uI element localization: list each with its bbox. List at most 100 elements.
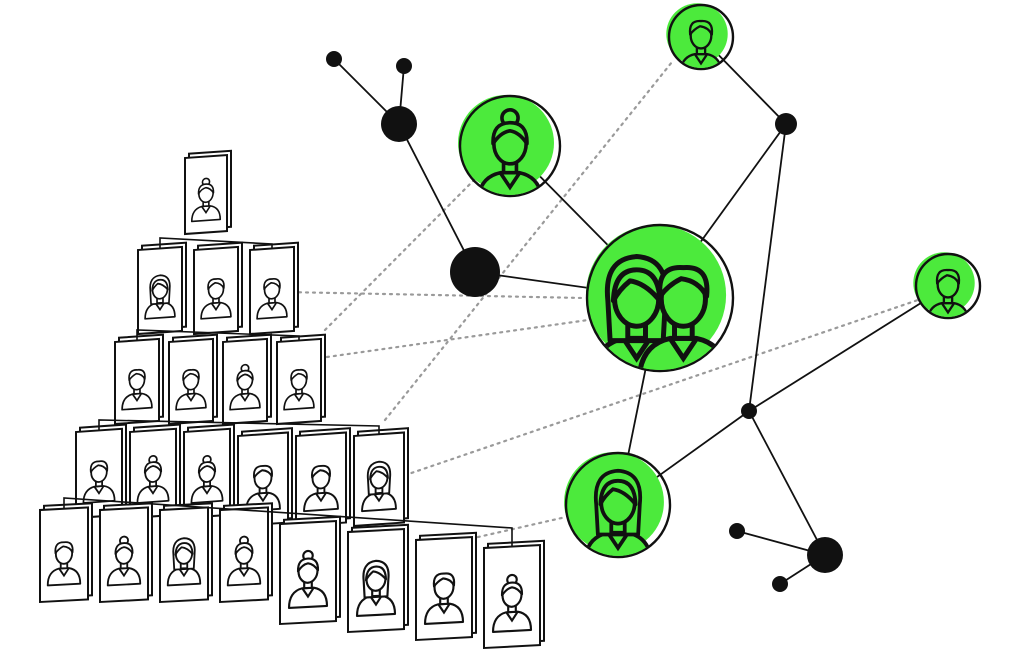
network-person-node-center: [585, 223, 735, 373]
node-ring: [564, 451, 672, 559]
person-figure: [121, 368, 153, 411]
person-portrait-icon: [355, 559, 397, 618]
network-edge: [748, 123, 787, 412]
person-figure: [287, 549, 329, 610]
person-portrait-icon: [200, 278, 232, 320]
portrait-card: [137, 241, 187, 336]
person-figure: [355, 559, 397, 618]
dotted-link: [383, 60, 674, 422]
person-figure: [475, 108, 545, 195]
person-figure: [303, 464, 339, 513]
person-figure: [423, 572, 465, 626]
person-portrait-icon: [106, 535, 142, 587]
portrait-card: [39, 502, 93, 604]
person-portrait-icon: [256, 278, 288, 320]
network-person-node-lower: [564, 451, 672, 559]
network-nodes: [326, 3, 982, 592]
person-figure: [229, 363, 261, 411]
person-portrait-icon: [82, 460, 116, 504]
hierarchy-connector: [136, 329, 300, 340]
person-figure: [361, 460, 397, 513]
dotted-link: [318, 318, 590, 360]
person-portrait-icon: [166, 537, 202, 587]
network-node-icon: [729, 523, 745, 539]
dotted-link: [323, 178, 476, 332]
person-portrait-icon: [190, 177, 222, 223]
network-edge: [398, 123, 476, 273]
network-node-icon: [381, 106, 417, 142]
node-ring: [914, 252, 982, 320]
network-node-icon: [741, 403, 757, 419]
person-figure: [283, 368, 315, 411]
hierarchy-connector: [159, 237, 273, 248]
hierarchy-tier-3: [114, 333, 326, 426]
person-figure: [82, 460, 116, 504]
portrait-card: [183, 423, 235, 520]
network-node-icon: [326, 51, 342, 67]
network-edge: [748, 410, 826, 556]
portrait-card: [279, 515, 341, 626]
person-figure: [46, 541, 82, 587]
person-icon: [926, 268, 970, 317]
person-portrait-icon: [121, 368, 153, 411]
hierarchy-tier-2: [137, 241, 299, 336]
dotted-link: [383, 298, 920, 484]
portrait-card: [114, 333, 164, 426]
network-person-node-upper-left: [458, 94, 562, 198]
portrait-card: [193, 241, 243, 336]
person-figure: [166, 537, 202, 587]
portrait-card: [237, 427, 293, 528]
person-figure: [636, 265, 731, 370]
person-portrait-icon: [361, 460, 397, 513]
person-figure: [256, 278, 288, 320]
network-node-icon: [450, 247, 500, 297]
person-portrait-icon: [423, 572, 465, 626]
portrait-card: [159, 502, 213, 604]
person-figure: [491, 573, 533, 634]
network-node-icon: [396, 58, 412, 74]
portrait-card: [353, 427, 409, 528]
portrait-card: [415, 531, 477, 642]
dotted-link: [283, 290, 585, 300]
person-portrait-icon: [283, 368, 315, 411]
portrait-card: [129, 423, 181, 520]
person-figure: [190, 454, 224, 504]
person-figure: [200, 278, 232, 320]
hierarchy-tier-5: [39, 502, 545, 650]
network-edge: [748, 285, 949, 412]
person-portrait-icon: [144, 274, 176, 320]
network-node-icon: [775, 113, 797, 135]
portrait-card: [168, 333, 218, 426]
network-person-node-right: [913, 252, 982, 320]
hierarchy-tier-4: [75, 423, 409, 528]
node-ring: [667, 3, 735, 71]
person-icon: [582, 468, 654, 556]
person-portrait-icon: [226, 535, 262, 587]
portrait-card: [99, 502, 153, 604]
person-portrait-icon: [175, 368, 207, 411]
node-ring: [458, 94, 562, 198]
person-portrait-icon: [136, 454, 170, 504]
person-portrait-icon: [287, 549, 329, 610]
person-figure: [190, 177, 222, 223]
portrait-card: [295, 427, 351, 528]
hierarchy-connector: [63, 497, 513, 546]
person-portrait-icon: [229, 363, 261, 411]
person-figure: [106, 535, 142, 587]
person-figure: [226, 535, 262, 587]
network-node-icon: [772, 576, 788, 592]
hierarchy-tier-1: [184, 149, 232, 236]
person-icon: [475, 108, 545, 195]
network-person-node-top: [666, 3, 735, 71]
portrait-card: [184, 149, 232, 236]
portrait-card: [249, 241, 299, 336]
person-figure: [926, 268, 970, 317]
person-portrait-icon: [303, 464, 339, 513]
person-figure: [136, 454, 170, 504]
portrait-card: [222, 333, 272, 426]
two-people-icon: [636, 265, 731, 370]
portrait-card: [347, 523, 409, 634]
portrait-card: [483, 539, 545, 650]
person-figure: [144, 274, 176, 320]
